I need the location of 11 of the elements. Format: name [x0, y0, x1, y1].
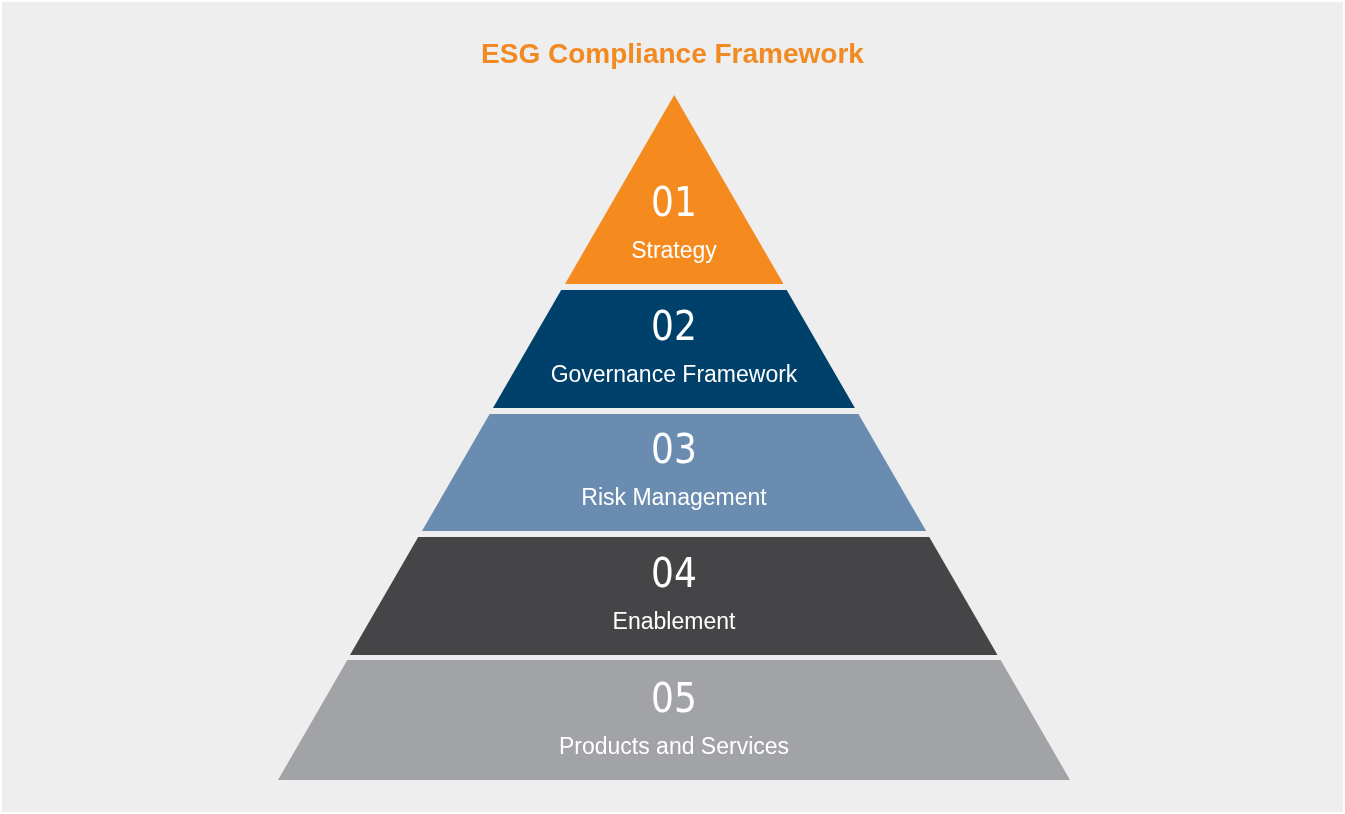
- tier-label: Governance Framework: [550, 360, 798, 388]
- tier-label: Products and Services: [558, 732, 790, 760]
- tier-number: 01: [651, 180, 697, 224]
- tier-label: Enablement: [612, 607, 736, 635]
- tier-number: 02: [651, 304, 697, 348]
- tier-label: Risk Management: [581, 483, 767, 511]
- tier-label: Strategy: [631, 236, 717, 264]
- title: ESG Compliance Framework: [480, 38, 865, 70]
- tier-number: 04: [651, 551, 697, 595]
- tier-number: 03: [651, 427, 697, 471]
- tier-number: 05: [651, 676, 697, 720]
